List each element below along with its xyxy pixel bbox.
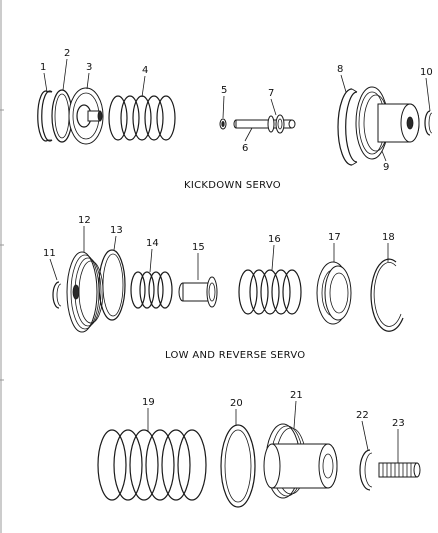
callout-19: 19 [142,397,155,408]
part-21-piston [263,423,338,499]
page-edge-marks [0,0,4,533]
callout-5: 5 [221,85,227,96]
callout-9: 9 [383,162,389,173]
part-9-kickdown-piston [355,86,420,160]
section-title-low-reverse: LOW AND REVERSE SERVO [165,350,305,361]
callout-18: 18 [382,232,395,243]
part-6-push-rod [233,119,296,129]
callout-4: 4 [142,65,148,76]
low-reverse-callouts: 11 12 13 14 15 16 17 18 [43,215,395,281]
part-11-snap-ring [52,281,62,309]
part-3-rod-guide [68,87,104,145]
part-15-plug [178,276,218,308]
part-7-rod-washer [267,114,285,134]
callout-15: 15 [192,242,205,253]
part-10-snap-ring [424,110,433,136]
callout-3: 3 [86,62,92,73]
bottom-callouts: 19 20 21 22 23 [142,390,405,463]
part-19-spring [97,429,207,501]
callout-13: 13 [110,225,123,236]
part-23-adjusting-screw [378,462,421,478]
part-4-spring [108,95,176,141]
kickdown-callouts: 1 2 3 4 5 6 7 8 9 10 [40,48,433,173]
part-18-snap-ring [370,258,404,332]
part-22-snap-ring [359,449,373,491]
part-8-snap-ring [337,88,358,166]
part-16-spring [238,269,302,315]
callout-7: 7 [268,88,274,99]
part-5-retainer-clip [219,118,227,130]
part-1-snap-ring [37,90,53,142]
part-13-seal-ring [98,249,126,321]
callout-16: 16 [268,234,281,245]
section-title-kickdown: KICKDOWN SERVO [184,180,281,191]
callout-2: 2 [64,48,70,59]
callout-6: 6 [242,143,248,154]
callout-14: 14 [146,238,159,249]
callout-22: 22 [356,410,369,421]
callout-12: 12 [78,215,91,226]
callout-23: 23 [392,418,405,429]
callout-17: 17 [328,232,341,243]
part-17-retainer [316,261,352,325]
part-20-seal-ring [220,424,256,508]
callout-10: 10 [420,67,433,78]
callout-1: 1 [40,62,46,73]
callout-11: 11 [43,248,56,259]
callout-8: 8 [337,64,343,75]
part-14-spring [130,271,173,309]
callout-21: 21 [290,390,303,401]
callout-20: 20 [230,398,243,409]
part-12-reverse-piston [66,251,104,333]
